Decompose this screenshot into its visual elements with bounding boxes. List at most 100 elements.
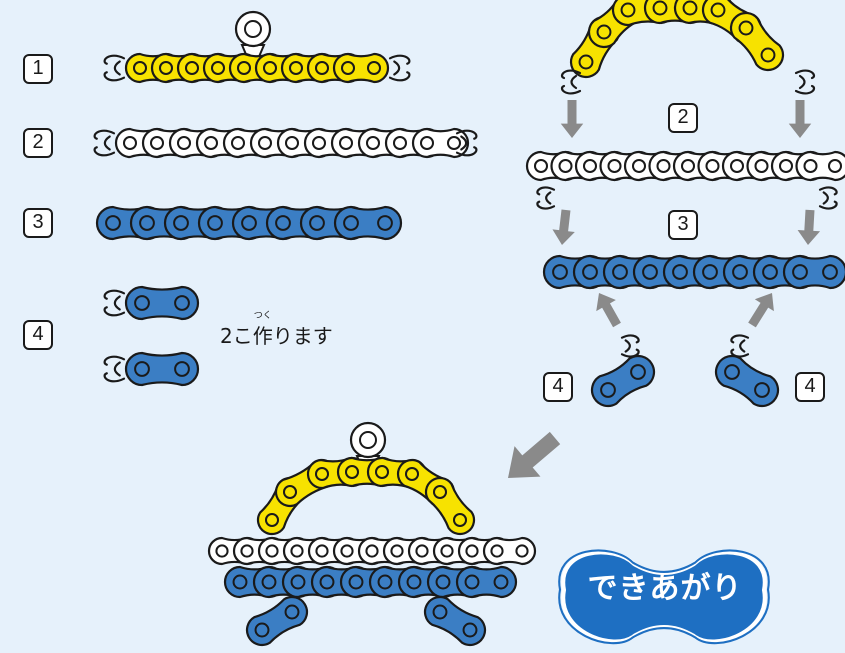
link-hole <box>290 574 306 590</box>
step-4-label: 4 <box>23 320 53 350</box>
arrow-piece-right-up <box>748 293 774 328</box>
link-hole <box>254 622 270 638</box>
note-prefix: 2こ <box>220 324 253 348</box>
row1-hanger-ring <box>234 10 272 60</box>
arrow-white-left-down <box>552 209 575 245</box>
link-hole <box>493 574 509 590</box>
right-arch-left-hook <box>560 69 582 95</box>
link-hole <box>578 54 594 70</box>
link-hole <box>134 361 150 377</box>
link-hole <box>132 60 148 76</box>
link-hole <box>778 158 794 174</box>
link-hole <box>406 574 422 590</box>
link-hole <box>582 264 598 280</box>
link-hole <box>600 382 616 398</box>
link-hole <box>149 135 165 151</box>
link-hole <box>680 158 696 174</box>
link-hole <box>515 544 529 558</box>
link-hole <box>203 135 219 151</box>
link-hole <box>705 158 720 174</box>
badge-outline <box>558 549 770 645</box>
link-hole <box>490 544 504 558</box>
link-hole <box>792 264 808 280</box>
link-hole <box>288 60 304 76</box>
link-hole <box>282 484 298 500</box>
arrow-shape <box>560 100 584 138</box>
link-hole <box>365 544 379 558</box>
note-kanji-with-ruby: つく作 <box>252 311 273 349</box>
link-plate <box>424 477 476 535</box>
link-hole <box>558 158 573 174</box>
right-yellow-arch <box>570 0 785 79</box>
link-hole <box>105 215 121 231</box>
link-hole <box>452 512 468 528</box>
link-hole <box>284 135 300 151</box>
link-hole <box>803 158 818 174</box>
note-kanji: 作 <box>252 324 273 348</box>
right-blue-piece-left <box>590 354 656 408</box>
link-hole <box>261 574 277 590</box>
row4-piece-b-hook <box>103 355 126 383</box>
link-hole <box>344 464 360 480</box>
link-hole <box>435 574 451 590</box>
link-hole <box>612 264 628 280</box>
hook-stroke <box>818 186 838 210</box>
link-plate <box>424 596 486 646</box>
link-hole <box>710 2 726 18</box>
hook-stroke <box>103 289 126 317</box>
link-hole <box>311 135 327 151</box>
right-white-left-hook <box>536 186 556 210</box>
row4-piece-b <box>124 351 200 387</box>
link-hole <box>702 264 718 280</box>
link-plate <box>729 11 785 72</box>
right-blue-row <box>542 254 845 290</box>
link-hole <box>656 158 671 174</box>
link-hole <box>348 574 364 590</box>
step-3-label: 3 <box>23 208 53 238</box>
link-hole <box>215 544 229 558</box>
arrow-arch-left-down <box>560 100 584 138</box>
link-hole <box>230 135 246 151</box>
link-hole <box>415 544 429 558</box>
result-white-row <box>207 536 537 566</box>
link-plate <box>124 351 200 387</box>
link-hole <box>241 215 257 231</box>
arrow-to-result <box>508 431 561 478</box>
link-hole <box>822 264 838 280</box>
link-hole <box>630 364 646 380</box>
link-hole <box>732 264 748 280</box>
link-plate <box>124 285 200 321</box>
link-hole <box>729 158 745 174</box>
link-plate <box>246 596 308 646</box>
link-hole <box>366 60 382 76</box>
link-hole <box>264 512 280 528</box>
link-hole <box>262 60 278 76</box>
link-hole <box>340 544 354 558</box>
completed-badge-label: できあがり <box>587 571 743 606</box>
result-yellow-arch <box>256 456 476 536</box>
hook-stroke <box>93 129 116 157</box>
hook-stroke <box>536 186 556 210</box>
link-hole <box>596 24 612 40</box>
link-hole <box>314 466 330 482</box>
ring-inner <box>244 20 262 38</box>
right-step-3-label: 3 <box>668 210 698 240</box>
link-hole <box>390 544 404 558</box>
link-hole <box>338 135 354 151</box>
link-hole <box>340 60 356 76</box>
make-two-note: 2こつく作ります <box>220 311 333 349</box>
link-hole <box>139 215 155 231</box>
link-hole <box>760 47 776 63</box>
right-step-4-left-label: 4 <box>543 372 573 402</box>
link-hole <box>672 264 688 280</box>
link-hole <box>343 215 359 231</box>
hook-stroke <box>560 69 582 95</box>
link-hole <box>290 544 304 558</box>
link-hole <box>122 135 138 151</box>
row3-blue-chain <box>95 205 403 241</box>
link-hole <box>265 544 279 558</box>
link-hole <box>184 60 200 76</box>
link-hole <box>404 466 420 482</box>
link-hole <box>377 574 393 590</box>
